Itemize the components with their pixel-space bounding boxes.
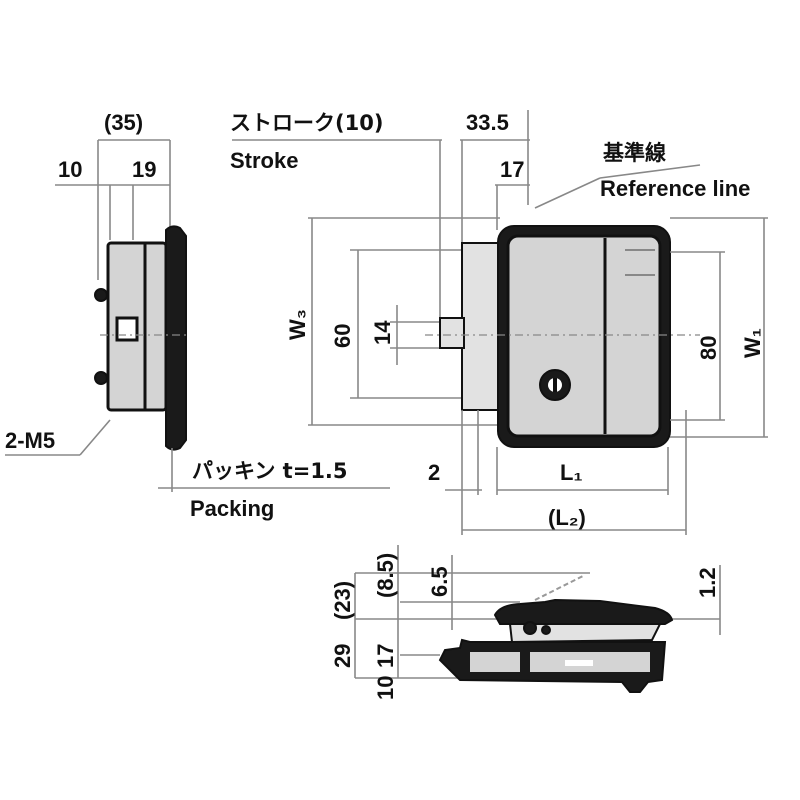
dim-23: (23) [330,581,355,620]
packing-jp: パッキン t=1.5 [192,459,348,483]
bottom-lid [493,598,674,625]
side-view: (35) 10 19 2-M5 パッキン t=1.5 Packing [5,110,390,521]
dim-l1: L₁ [560,460,583,485]
handle-shaft [439,317,465,349]
dim-33-5: 33.5 [466,110,509,135]
dim-w3: W₃ [285,309,310,340]
stroke-jp: ストローク(10) [230,111,383,135]
dim-17: 17 [500,157,524,182]
dim-14: 14 [370,320,395,345]
dim-2: 2 [428,460,440,485]
dim-29: 29 [330,644,355,668]
dim-80: 80 [696,336,721,360]
dim-8-5: (8.5) [373,553,398,598]
dim-60: 60 [330,324,355,348]
dim-bottom-17: 17 [373,644,398,668]
stroke-en: Stroke [230,148,298,173]
dim-6-5: 6.5 [427,566,452,597]
screw-label: 2-M5 [5,428,55,453]
bottom-view: 29 (23) 10 17 (8.5) 6.5 1.2 [330,545,721,700]
dim-l2: (L₂) [548,505,586,530]
front-view: ストローク(10) Stroke 33.5 17 基準線 Reference l… [230,110,768,535]
dim-19: 19 [132,157,156,182]
handle [506,234,662,438]
dim-w1: W₁ [740,328,765,358]
dim-10: 10 [58,157,82,182]
dim-bottom-10: 10 [373,676,398,700]
dim-1-2: 1.2 [695,567,720,598]
side-flange [165,225,187,451]
reference-jp: 基準線 [603,141,666,165]
backplate [461,242,501,411]
reference-en: Reference line [600,176,750,201]
packing-en: Packing [190,496,274,521]
dim-35: (35) [104,110,143,135]
